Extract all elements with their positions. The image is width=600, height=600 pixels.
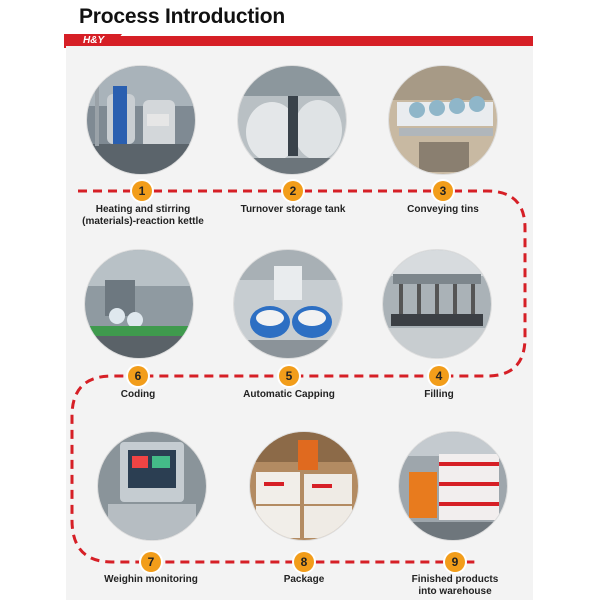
step-badge: 1 xyxy=(132,181,152,201)
step-label: Conveying tins xyxy=(407,204,479,215)
step-9-photo-warehouse xyxy=(399,432,507,540)
step-badge: 9 xyxy=(445,552,465,572)
step-8-photo-package xyxy=(250,432,358,540)
step-5-photo-automatic-capping xyxy=(234,250,342,358)
step-3-photo-conveying-tins xyxy=(389,66,497,174)
step-6-photo-coding xyxy=(85,250,193,358)
page-title: Process Introduction xyxy=(79,5,286,28)
step-badge: 7 xyxy=(141,552,161,572)
step-badge: 4 xyxy=(429,366,449,386)
step-label: Turnover storage tank xyxy=(240,204,346,215)
step-7-photo-weighing-monitoring xyxy=(98,432,206,540)
step-1-photo-reaction-kettle xyxy=(87,66,195,174)
step-badge: 5 xyxy=(279,366,299,386)
title-underline-bar xyxy=(66,36,533,46)
step-2-photo-storage-tank xyxy=(238,66,346,174)
step-label: Heating and stirring (materials)-reactio… xyxy=(82,204,204,227)
step-label: Finished products into warehouse xyxy=(411,574,499,597)
step-label: Filling xyxy=(424,389,454,400)
step-label: Package xyxy=(283,574,325,585)
step-label: Automatic Capping xyxy=(243,389,335,400)
brand-tag xyxy=(64,34,122,48)
step-label: Weighin monitoring xyxy=(104,574,198,585)
step-label: Coding xyxy=(120,389,156,400)
step-badge: 8 xyxy=(294,552,314,572)
brand-logo: H&Y xyxy=(83,35,105,46)
step-badge: 2 xyxy=(283,181,303,201)
step-badge: 6 xyxy=(128,366,148,386)
step-4-photo-filling xyxy=(383,250,491,358)
step-badge: 3 xyxy=(433,181,453,201)
